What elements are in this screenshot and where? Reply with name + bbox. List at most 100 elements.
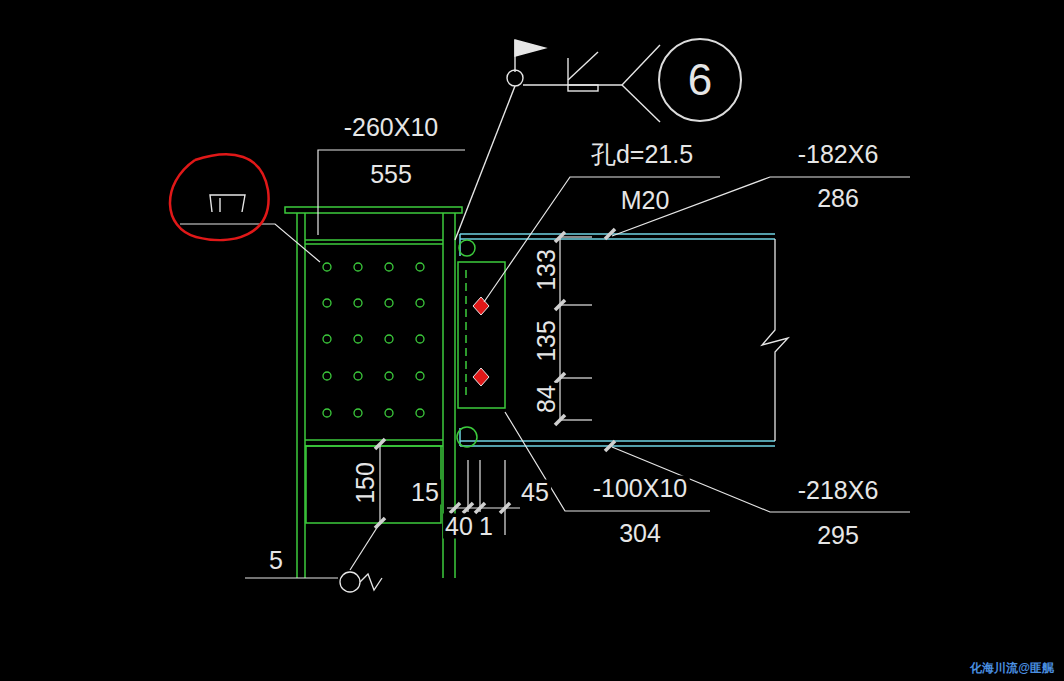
dimension-lines (380, 237, 592, 535)
dimension: 45 (519, 480, 551, 505)
dimension-ticks-part (375, 518, 385, 528)
break-circle (340, 572, 382, 592)
weld-symbol-part (622, 45, 660, 85)
dimension-ticks-part (450, 503, 460, 513)
dimension-ticks-part (555, 232, 565, 242)
highlight-loop-part (170, 154, 269, 240)
leader-lines (180, 150, 910, 578)
column-outline-part (296, 213, 298, 578)
dimension-lines-part (447, 507, 520, 508)
dimension-ticks-part (463, 503, 473, 513)
column-outline-part (305, 243, 443, 245)
bolt-holes-part (385, 409, 393, 417)
shear-plate-part (465, 270, 467, 400)
dimension-ticks-part (475, 503, 485, 513)
dimension-lines-part (559, 237, 560, 420)
marked-symbol-part (219, 198, 220, 212)
part-length: 295 (815, 523, 861, 548)
bolt-size: M20 (619, 188, 672, 213)
bolt-marks (473, 297, 489, 386)
break-symbol-part (762, 239, 788, 441)
column-outline-part (285, 207, 462, 213)
dimension-ticks-part (500, 503, 510, 513)
bolt-holes-part (354, 409, 362, 417)
bolt-marks-part (473, 297, 489, 315)
dimension-lines-part (467, 460, 468, 512)
weld-symbol-part (568, 52, 598, 80)
dimension-ticks-part (555, 300, 565, 310)
leader-lines-part (505, 412, 710, 511)
dimension: 15 (409, 480, 441, 505)
callout-circle: 6 (658, 38, 742, 122)
beam-outline-part (460, 445, 775, 447)
dimension-lines-part (504, 460, 505, 535)
dimension-lines-part (560, 419, 592, 420)
beam-outline-part (460, 238, 775, 240)
part-spec: -218X6 (796, 478, 881, 503)
break-circle-part (360, 574, 382, 590)
part-spec: -100X10 (591, 476, 690, 501)
bolt-holes-part (354, 299, 362, 307)
watermark: 化海川流@匪艉 (968, 662, 1056, 674)
weld-symbol-part (622, 85, 660, 122)
shear-plate-part (459, 240, 475, 256)
dimension-ticks-part (555, 415, 565, 425)
break-circle-part (340, 572, 360, 592)
part-length: 555 (368, 162, 414, 187)
bolt-holes-part (354, 263, 362, 271)
leader-lines-part (484, 177, 720, 302)
dimension-ticks-part (375, 439, 385, 449)
bolt-holes-part (416, 263, 424, 271)
weld-symbol-part (515, 40, 545, 56)
dimension: 135 (534, 318, 559, 364)
dimension-lines-part (560, 236, 592, 237)
bolt-holes-part (385, 335, 393, 343)
bolt-holes-part (385, 299, 393, 307)
part-length: 286 (815, 186, 861, 211)
dimension: 133 (534, 247, 559, 293)
bolt-holes-part (323, 409, 331, 417)
marked-symbol (210, 195, 245, 212)
bolt-holes-part (323, 263, 331, 271)
dimension: 150 (353, 460, 378, 506)
column-outline (285, 207, 462, 578)
dimension-ticks-part (605, 441, 615, 451)
bolt-holes-part (354, 335, 362, 343)
bolt-holes-part (416, 299, 424, 307)
bolt-holes-part (323, 299, 331, 307)
weld-symbol-part (507, 70, 523, 86)
part-spec: -260X10 (342, 115, 441, 140)
shear-plate (457, 240, 505, 447)
beam-outline (460, 234, 775, 446)
leader-lines-part (180, 224, 320, 262)
dimension-lines-part (560, 304, 592, 305)
leader-lines-part (318, 150, 465, 235)
highlight-loop (170, 154, 269, 240)
hole-note: 孔d=21.5 (589, 142, 695, 167)
part-length: 304 (617, 521, 663, 546)
break-symbol (762, 239, 788, 441)
leader-lines-part (245, 577, 338, 578)
dimension-lines-part (479, 460, 480, 512)
bolt-holes-part (323, 372, 331, 380)
dimension-lines-part (379, 444, 380, 523)
bolt-holes-part (385, 372, 393, 380)
beam-outline-part (460, 440, 775, 442)
column-outline-part (305, 239, 443, 241)
part-spec: -182X6 (796, 142, 881, 167)
shear-plate-part (457, 427, 477, 447)
dimension-ticks (375, 229, 615, 528)
shear-plate-part (458, 262, 505, 408)
bolt-holes-part (323, 335, 331, 343)
dimension: 40 (443, 514, 475, 539)
leader-lines-part (612, 177, 910, 236)
dimension: 5 (267, 548, 285, 573)
bolt-holes-part (416, 335, 424, 343)
bolt-holes-part (416, 372, 424, 380)
weld-symbol-part (567, 58, 568, 85)
column-outline-part (305, 439, 443, 441)
bolt-holes (323, 263, 424, 417)
dimension-ticks-part (605, 229, 615, 239)
